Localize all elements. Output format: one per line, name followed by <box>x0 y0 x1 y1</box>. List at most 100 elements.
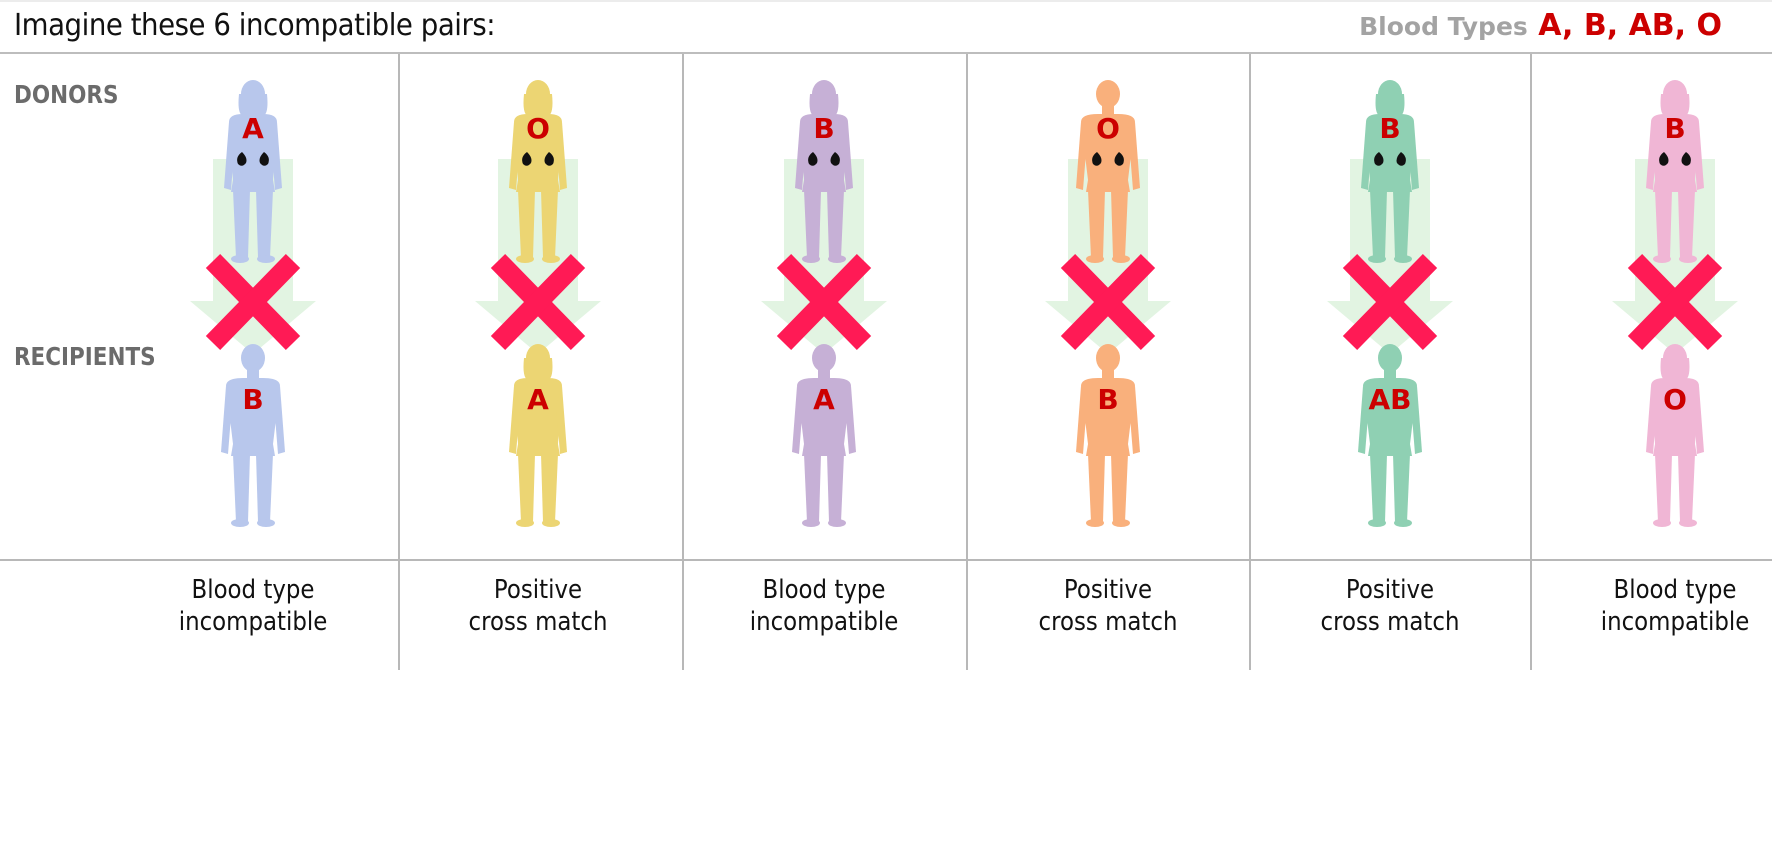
right-leg-shape <box>1393 190 1410 258</box>
left-foot-shape <box>1368 519 1386 527</box>
head-shape <box>241 344 265 372</box>
pair-card: O A Positivecross match <box>418 54 658 670</box>
recipient-blood-type: O <box>1663 383 1687 416</box>
right-foot-shape <box>1679 519 1697 527</box>
page-title: Imagine these 6 incompatible pairs: <box>14 8 495 43</box>
donor-blood-type: O <box>526 112 550 145</box>
left-foot-shape <box>1653 519 1671 527</box>
donor-blood-type: B <box>813 112 834 145</box>
right-leg-shape <box>541 454 558 522</box>
right-foot-shape <box>542 255 560 263</box>
recipient-blood-type: AB <box>1368 383 1411 416</box>
caption-line-1: Positive <box>1284 574 1495 606</box>
right-leg-shape <box>256 454 273 522</box>
recipient-blood-type: A <box>813 383 835 416</box>
left-foot-shape <box>231 519 249 527</box>
right-foot-shape <box>1394 255 1412 263</box>
head-shape <box>1378 344 1402 372</box>
donor-blood-type: B <box>1664 112 1685 145</box>
recipient-figure-icon <box>509 344 567 527</box>
head-shape <box>812 344 836 372</box>
recipient-figure-icon <box>1646 344 1704 527</box>
left-foot-shape <box>802 519 820 527</box>
recipient-blood-type: B <box>242 383 263 416</box>
column-divider <box>682 54 684 670</box>
left-foot-shape <box>231 255 249 263</box>
right-leg-shape <box>1678 190 1695 258</box>
right-leg-shape <box>1111 190 1128 258</box>
recipient-blood-type: B <box>1097 383 1118 416</box>
left-foot-shape <box>516 519 534 527</box>
left-leg-shape <box>233 190 250 258</box>
left-leg-shape <box>1088 190 1105 258</box>
recipient-figure-icon <box>221 344 285 527</box>
pair-caption: Blood typeincompatible <box>1569 574 1772 638</box>
right-foot-shape <box>1394 519 1412 527</box>
left-leg-shape <box>1655 454 1672 522</box>
left-foot-shape <box>516 255 534 263</box>
column-divider <box>966 54 968 670</box>
caption-line-1: Blood type <box>718 574 929 606</box>
left-foot-shape <box>802 255 820 263</box>
caption-line-2: incompatible <box>718 606 929 638</box>
pair-caption: Blood typeincompatible <box>147 574 358 638</box>
column-divider <box>398 54 400 670</box>
left-leg-shape <box>1370 190 1387 258</box>
recipient-figure-icon <box>1358 344 1422 527</box>
left-foot-shape <box>1086 255 1104 263</box>
column-divider <box>1530 54 1532 670</box>
caption-line-1: Positive <box>432 574 643 606</box>
pair-caption: Blood typeincompatible <box>718 574 929 638</box>
right-foot-shape <box>828 255 846 263</box>
caption-line-2: cross match <box>432 606 643 638</box>
caption-line-1: Positive <box>1002 574 1213 606</box>
header-bar: Imagine these 6 incompatible pairs: Bloo… <box>0 0 1772 54</box>
caption-line-2: cross match <box>1002 606 1213 638</box>
right-foot-shape <box>1112 519 1130 527</box>
left-leg-shape <box>518 454 535 522</box>
pair-caption: Positivecross match <box>1002 574 1213 638</box>
blood-type-legend: Blood Types A, B, AB, O <box>1359 8 1722 43</box>
right-foot-shape <box>257 255 275 263</box>
right-leg-shape <box>1111 454 1128 522</box>
left-leg-shape <box>1370 454 1387 522</box>
recipient-blood-type: A <box>527 383 549 416</box>
right-foot-shape <box>257 519 275 527</box>
caption-line-2: cross match <box>1284 606 1495 638</box>
caption-line-1: Blood type <box>147 574 358 606</box>
legend-label: Blood Types <box>1359 12 1528 41</box>
pair-card: B O Blood typeincompatible <box>1555 54 1772 670</box>
right-foot-shape <box>828 519 846 527</box>
donor-blood-type: A <box>242 112 264 145</box>
left-foot-shape <box>1086 519 1104 527</box>
left-leg-shape <box>233 454 250 522</box>
caption-line-2: incompatible <box>1569 606 1772 638</box>
recipient-figure-icon <box>792 344 856 527</box>
right-foot-shape <box>1679 255 1697 263</box>
left-foot-shape <box>1368 255 1386 263</box>
left-leg-shape <box>1655 190 1672 258</box>
right-foot-shape <box>1112 255 1130 263</box>
caption-line-2: incompatible <box>147 606 358 638</box>
legend-values: A, B, AB, O <box>1538 8 1722 43</box>
left-leg-shape <box>804 454 821 522</box>
right-foot-shape <box>542 519 560 527</box>
right-leg-shape <box>1678 454 1695 522</box>
donor-blood-type: O <box>1096 112 1120 145</box>
caption-line-1: Blood type <box>1569 574 1772 606</box>
column-divider <box>1249 54 1251 670</box>
left-leg-shape <box>1088 454 1105 522</box>
donor-blood-type: B <box>1379 112 1400 145</box>
head-shape <box>1096 344 1120 372</box>
recipient-figure-icon <box>1076 344 1140 527</box>
head-shape <box>1096 80 1120 108</box>
left-foot-shape <box>1653 255 1671 263</box>
donors-row-label: DONORS <box>14 80 118 109</box>
right-leg-shape <box>827 454 844 522</box>
